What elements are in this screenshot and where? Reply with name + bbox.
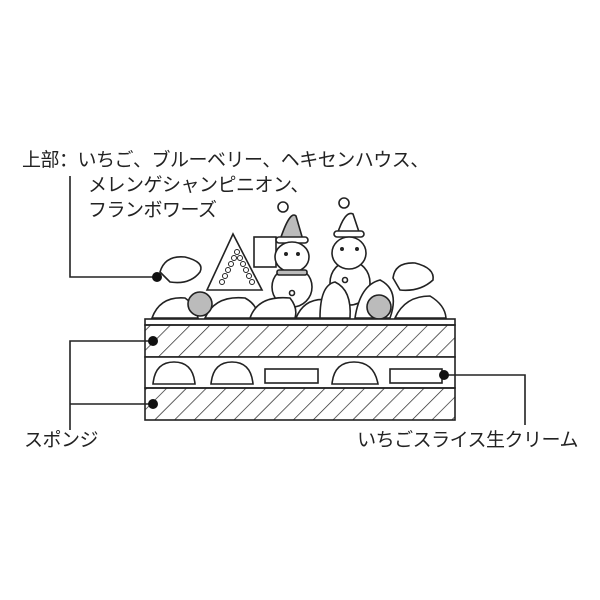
cream-slice bbox=[264, 368, 319, 384]
top-cream-layer bbox=[144, 318, 456, 326]
lower-sponge bbox=[144, 387, 456, 421]
strawberry-slice bbox=[210, 361, 254, 385]
strawberry-slice bbox=[331, 361, 379, 385]
snowman bbox=[271, 201, 313, 308]
cream-slice bbox=[389, 368, 443, 384]
toppings bbox=[150, 197, 447, 320]
meringue-mushroom bbox=[159, 255, 202, 284]
leader-dots bbox=[148, 272, 449, 409]
toppings-label-line3: フランボワーズ bbox=[88, 199, 217, 221]
toppings-label-line1: 上部：いちご、ブルーベリー、ヘキセンハウス、 bbox=[22, 149, 429, 171]
strawberry bbox=[319, 281, 352, 319]
filling-label: いちごスライス生クリーム bbox=[357, 429, 578, 451]
toppings-label-line2: メレンゲシャンピニオン、 bbox=[88, 174, 309, 196]
upper-sponge bbox=[144, 324, 456, 358]
leader-lines bbox=[69, 176, 526, 430]
chimney bbox=[253, 236, 277, 268]
blueberry bbox=[187, 291, 213, 317]
sponge-label: スポンジ bbox=[24, 429, 99, 451]
blueberry bbox=[366, 294, 392, 320]
cake-body bbox=[144, 318, 456, 421]
meringue-mushroom bbox=[392, 262, 434, 292]
strawberry-slice bbox=[152, 361, 196, 385]
